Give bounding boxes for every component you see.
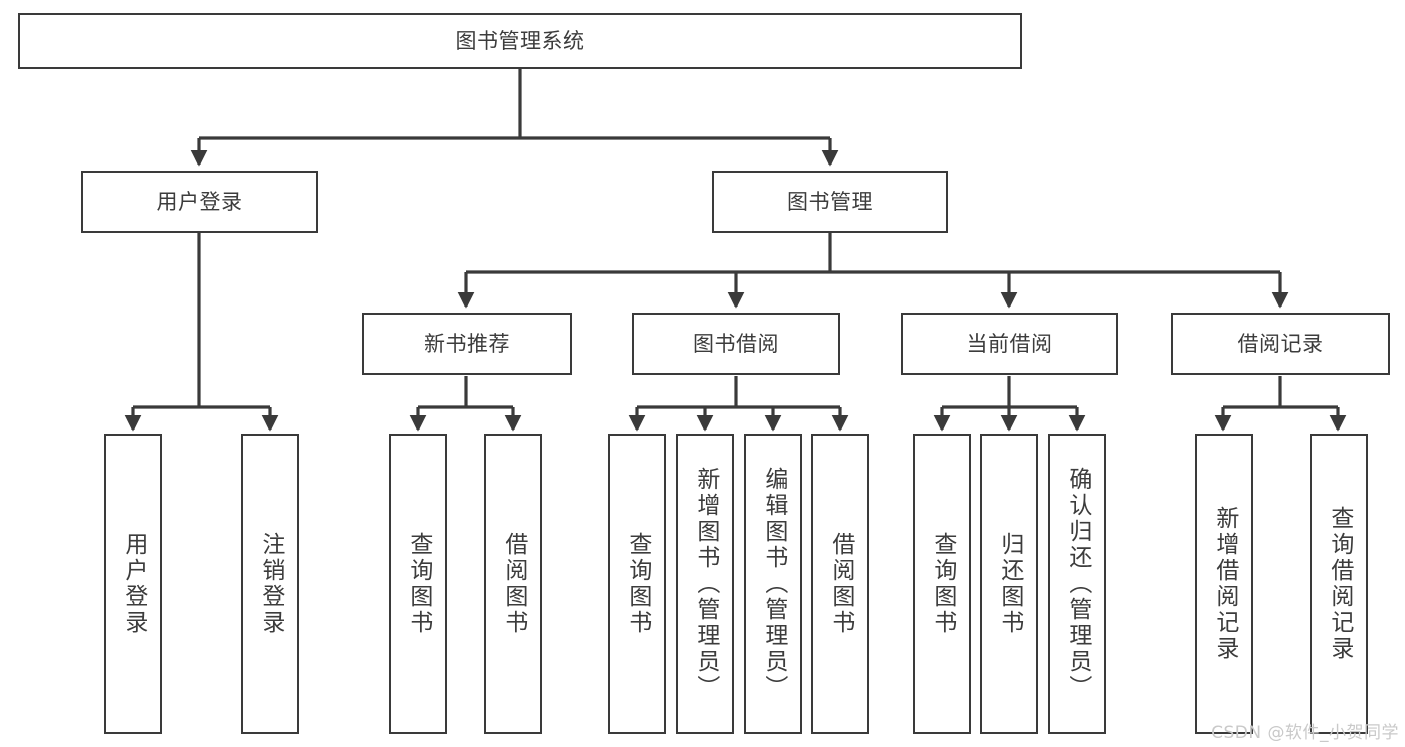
node-label: 编辑图书（管理员） bbox=[760, 467, 787, 701]
leaf-current-confirm-return-admin[interactable]: 确认归还（管理员） bbox=[1048, 434, 1106, 734]
leaf-record-add-record[interactable]: 新增借阅记录 bbox=[1195, 434, 1253, 734]
leaf-borrow-edit-book-admin[interactable]: 编辑图书（管理员） bbox=[744, 434, 802, 734]
leaf-borrow-add-book-admin[interactable]: 新增图书（管理员） bbox=[676, 434, 734, 734]
node-label: 查询借阅记录 bbox=[1326, 506, 1353, 662]
leaf-user-login-login[interactable]: 用户登录 bbox=[104, 434, 162, 734]
node-label: 注销登录 bbox=[257, 532, 284, 636]
node-label: 当前借阅 bbox=[966, 331, 1053, 356]
node-label: 查询图书 bbox=[624, 532, 651, 636]
node-label: 新增借阅记录 bbox=[1211, 506, 1238, 662]
node-book-management[interactable]: 图书管理 bbox=[712, 171, 948, 233]
node-label: 查询图书 bbox=[929, 532, 956, 636]
node-current-borrow[interactable]: 当前借阅 bbox=[901, 313, 1118, 375]
node-borrow-record[interactable]: 借阅记录 bbox=[1171, 313, 1390, 375]
leaf-recommend-borrow-book[interactable]: 借阅图书 bbox=[484, 434, 542, 734]
leaf-recommend-query-book[interactable]: 查询图书 bbox=[389, 434, 447, 734]
node-label: 图书借阅 bbox=[693, 331, 779, 356]
node-label: 图书管理 bbox=[787, 189, 873, 214]
leaf-borrow-borrow-book[interactable]: 借阅图书 bbox=[811, 434, 869, 734]
leaf-record-query-record[interactable]: 查询借阅记录 bbox=[1310, 434, 1368, 734]
node-label: 借阅记录 bbox=[1237, 331, 1324, 356]
node-root-library-system[interactable]: 图书管理系统 bbox=[18, 13, 1022, 69]
node-label: 借阅图书 bbox=[827, 532, 854, 636]
leaf-user-login-logout[interactable]: 注销登录 bbox=[241, 434, 299, 734]
node-book-borrow[interactable]: 图书借阅 bbox=[632, 313, 840, 375]
node-user-login[interactable]: 用户登录 bbox=[81, 171, 318, 233]
watermark: CSDN @软件_小贺同学 bbox=[1211, 723, 1399, 743]
node-label: 用户登录 bbox=[120, 532, 147, 636]
node-label: 借阅图书 bbox=[500, 532, 527, 636]
leaf-current-return-book[interactable]: 归还图书 bbox=[980, 434, 1038, 734]
node-label: 归还图书 bbox=[996, 532, 1023, 636]
node-label: 确认归还（管理员） bbox=[1064, 467, 1091, 701]
node-label: 新书推荐 bbox=[424, 331, 510, 356]
node-label: 用户登录 bbox=[156, 189, 243, 214]
leaf-current-query-book[interactable]: 查询图书 bbox=[913, 434, 971, 734]
leaf-borrow-query-book[interactable]: 查询图书 bbox=[608, 434, 666, 734]
node-label: 新增图书（管理员） bbox=[692, 467, 719, 701]
node-label: 查询图书 bbox=[405, 532, 432, 636]
node-new-book-recommend[interactable]: 新书推荐 bbox=[362, 313, 572, 375]
node-label: 图书管理系统 bbox=[455, 28, 585, 53]
